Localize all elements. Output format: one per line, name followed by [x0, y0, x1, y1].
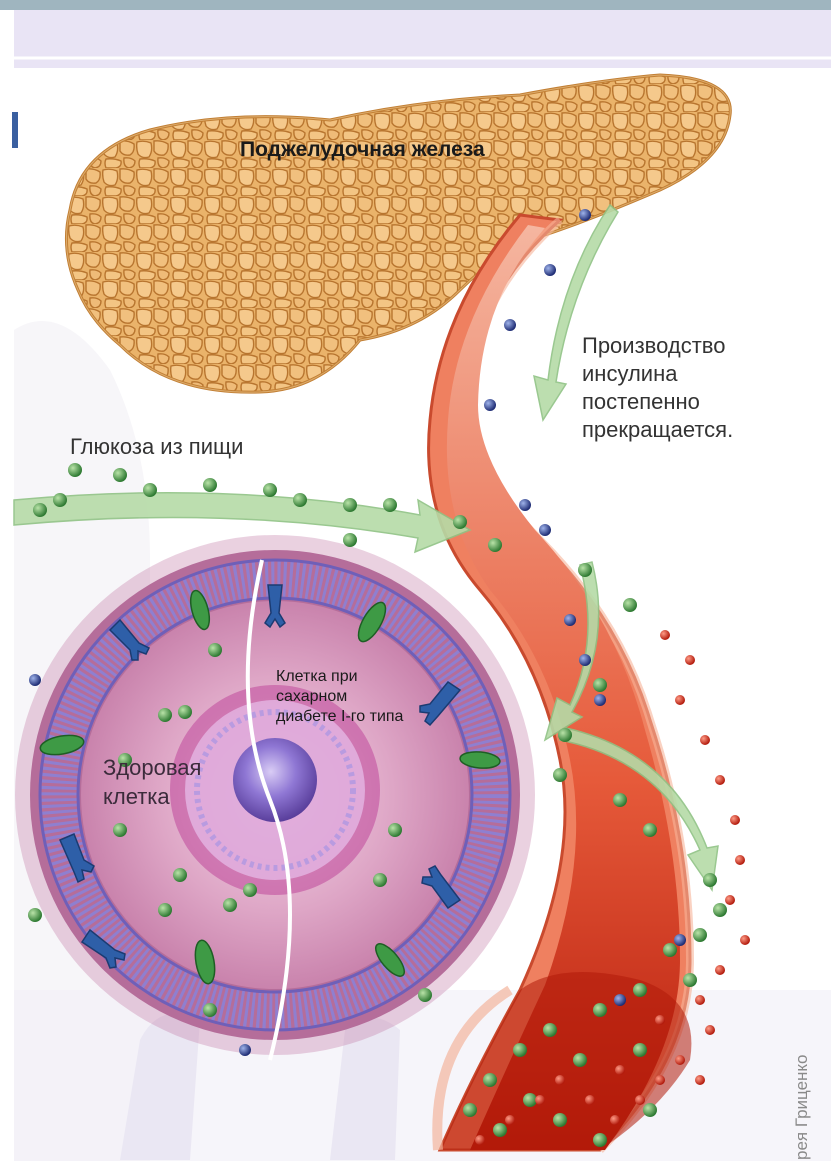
insulin-dot [579, 209, 591, 221]
red-blood-cell [585, 1095, 595, 1105]
pancreas-label: Поджелудочная железа [240, 138, 485, 162]
glucose-dot [693, 928, 707, 942]
glucose-dot [488, 538, 502, 552]
red-blood-cell [735, 855, 745, 865]
glucose-dot [158, 708, 172, 722]
insulin-production-label: Производство инсулина постепенно прекращ… [582, 332, 733, 444]
glucose-dot [68, 463, 82, 477]
glucose-dot [113, 468, 127, 482]
glucose-dot [373, 873, 387, 887]
glucose-dot [178, 705, 192, 719]
glucose-dot [463, 1103, 477, 1117]
glucose-dot [553, 768, 567, 782]
red-blood-cell [740, 935, 750, 945]
insulin-dot [504, 319, 516, 331]
red-blood-cell [655, 1015, 665, 1025]
red-blood-cell [675, 695, 685, 705]
red-blood-cell [505, 1115, 515, 1125]
red-blood-cell [725, 895, 735, 905]
author-credit: рея Гриценко [792, 1000, 812, 1160]
glucose-dot [263, 483, 277, 497]
glucose-dot [203, 478, 217, 492]
glucose-dot [523, 1093, 537, 1107]
glucose-dot [513, 1043, 527, 1057]
insulin-dot [484, 399, 496, 411]
glucose-dot [713, 903, 727, 917]
glucose-label: Глюкоза из пищи [70, 434, 243, 459]
glucose-dot [173, 868, 187, 882]
red-blood-cell [715, 775, 725, 785]
glucose-dot [623, 598, 637, 612]
glucose-dot [553, 1113, 567, 1127]
side-mark [12, 112, 18, 148]
glucose-dot [158, 903, 172, 917]
glucose-dot [493, 1123, 507, 1137]
glucose-dot [143, 483, 157, 497]
red-blood-cell [700, 735, 710, 745]
glucose-dot [293, 493, 307, 507]
glucose-dot [223, 898, 237, 912]
red-blood-cell [535, 1095, 545, 1105]
red-blood-cell [610, 1115, 620, 1125]
glucose-dot [383, 498, 397, 512]
red-blood-cell [655, 1075, 665, 1085]
glucose-dot [593, 678, 607, 692]
insulin-dot [564, 614, 576, 626]
glucose-dot [343, 498, 357, 512]
glucose-dot [33, 503, 47, 517]
red-blood-cell [555, 1075, 565, 1085]
glucose-dot [703, 873, 717, 887]
red-blood-cell [695, 1075, 705, 1085]
glucose-dot [633, 1043, 647, 1057]
glucose-dot [643, 1103, 657, 1117]
glucose-dot [418, 988, 432, 1002]
type1-cell-label: Клетка при сахарном диабете I-го типа [276, 667, 403, 726]
insulin-dot [519, 499, 531, 511]
glucose-dot [483, 1073, 497, 1087]
red-blood-cell [475, 1135, 485, 1145]
insulin-dot [239, 1044, 251, 1056]
glucose-dot [593, 1003, 607, 1017]
glucose-dot [388, 823, 402, 837]
red-blood-cell [705, 1025, 715, 1035]
glucose-dot [203, 1003, 217, 1017]
glucose-dot [53, 493, 67, 507]
glucose-dot [113, 823, 127, 837]
insulin-dot [614, 994, 626, 1006]
red-blood-cell [685, 655, 695, 665]
insulin-dot [544, 264, 556, 276]
red-blood-cell [660, 630, 670, 640]
insulin-dot [29, 674, 41, 686]
glucose-dot [28, 908, 42, 922]
red-blood-cell [675, 1055, 685, 1065]
red-blood-cell [695, 995, 705, 1005]
glucose-dot [613, 793, 627, 807]
glucose-dot [343, 533, 357, 547]
glucose-dot [593, 1133, 607, 1147]
glucose-dot [543, 1023, 557, 1037]
glucose-dot [633, 983, 647, 997]
glucose-dot [453, 515, 467, 529]
insulin-dot [594, 694, 606, 706]
red-blood-cell [730, 815, 740, 825]
insulin-dot [539, 524, 551, 536]
healthy-cell-label: Здоровая клетка [103, 754, 201, 811]
top-border [0, 0, 831, 10]
glucose-dot [573, 1053, 587, 1067]
glucose-dot [208, 643, 222, 657]
glucose-dot [643, 823, 657, 837]
insulin-dot [579, 654, 591, 666]
red-blood-cell [615, 1065, 625, 1075]
glucose-dot [683, 973, 697, 987]
glucose-dot [578, 563, 592, 577]
glucose-dot [243, 883, 257, 897]
red-blood-cell [635, 1095, 645, 1105]
red-blood-cell [715, 965, 725, 975]
glucose-dot [663, 943, 677, 957]
insulin-dot [674, 934, 686, 946]
glucose-dot [558, 728, 572, 742]
